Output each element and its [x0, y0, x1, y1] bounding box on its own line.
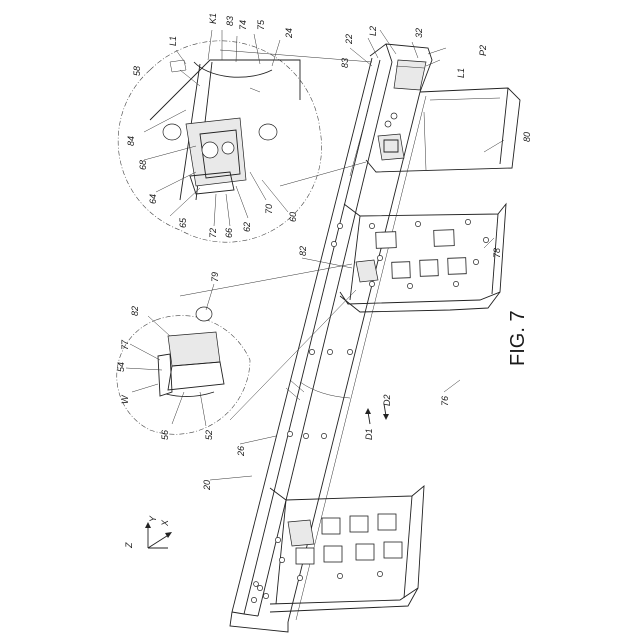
ref-d2: D2 — [382, 394, 392, 406]
ref-78: 78 — [492, 248, 502, 258]
axis-x-label: X — [160, 519, 170, 527]
ref-62: 62 — [242, 222, 252, 232]
cross-member-78 — [340, 204, 506, 312]
rail-end-section — [370, 44, 432, 92]
axis-z-label: Z — [124, 542, 134, 549]
figure-title: FIG. 7 — [507, 310, 529, 366]
ref-83-mid: 83 — [340, 58, 350, 68]
ref-77: 77 — [120, 339, 130, 350]
ref-k1: K1 — [208, 13, 218, 24]
ref-66: 66 — [224, 228, 234, 238]
cross-member-lower — [251, 486, 424, 612]
ref-82-mid: 82 — [298, 246, 308, 256]
leader-lines — [126, 30, 504, 480]
ref-22: 22 — [344, 34, 354, 45]
ref-76: 76 — [440, 396, 450, 406]
ref-52: 52 — [204, 430, 214, 440]
ref-84: 84 — [126, 136, 136, 146]
ref-32: 32 — [414, 28, 424, 38]
ref-54: 54 — [116, 362, 126, 372]
ref-70: 70 — [264, 204, 274, 214]
ref-58: 58 — [132, 66, 142, 76]
direction-arrows — [365, 404, 389, 424]
ref-24: 24 — [284, 28, 294, 39]
ref-l1-right: L1 — [456, 68, 466, 78]
detail-view-top — [118, 41, 372, 242]
ref-74: 74 — [238, 20, 248, 30]
axis-y-label: Y — [148, 515, 158, 522]
ref-w: W — [120, 394, 130, 404]
ref-l1-top: L1 — [168, 36, 178, 46]
ref-72: 72 — [208, 228, 218, 238]
ref-60: 60 — [288, 212, 298, 222]
ref-80: 80 — [522, 132, 532, 142]
ref-d1: D1 — [364, 428, 374, 440]
ref-79: 79 — [210, 272, 220, 282]
ref-l2: L2 — [368, 26, 378, 36]
ref-68: 68 — [138, 160, 148, 170]
ref-p2: P2 — [478, 45, 488, 56]
ref-75: 75 — [256, 19, 266, 30]
pin-connector — [378, 113, 404, 160]
ref-83-top: 83 — [225, 16, 235, 26]
ref-20: 20 — [202, 480, 212, 491]
ref-65: 65 — [178, 217, 188, 228]
ref-64: 64 — [148, 194, 158, 204]
ref-26: 26 — [236, 446, 246, 457]
ref-82-left: 82 — [130, 306, 140, 316]
ref-56: 56 — [160, 430, 170, 440]
detail-view-left — [117, 264, 356, 434]
reference-labels: K1 L1 83 74 75 24 22 L2 32 P2 83 L1 58 8… — [116, 13, 532, 549]
